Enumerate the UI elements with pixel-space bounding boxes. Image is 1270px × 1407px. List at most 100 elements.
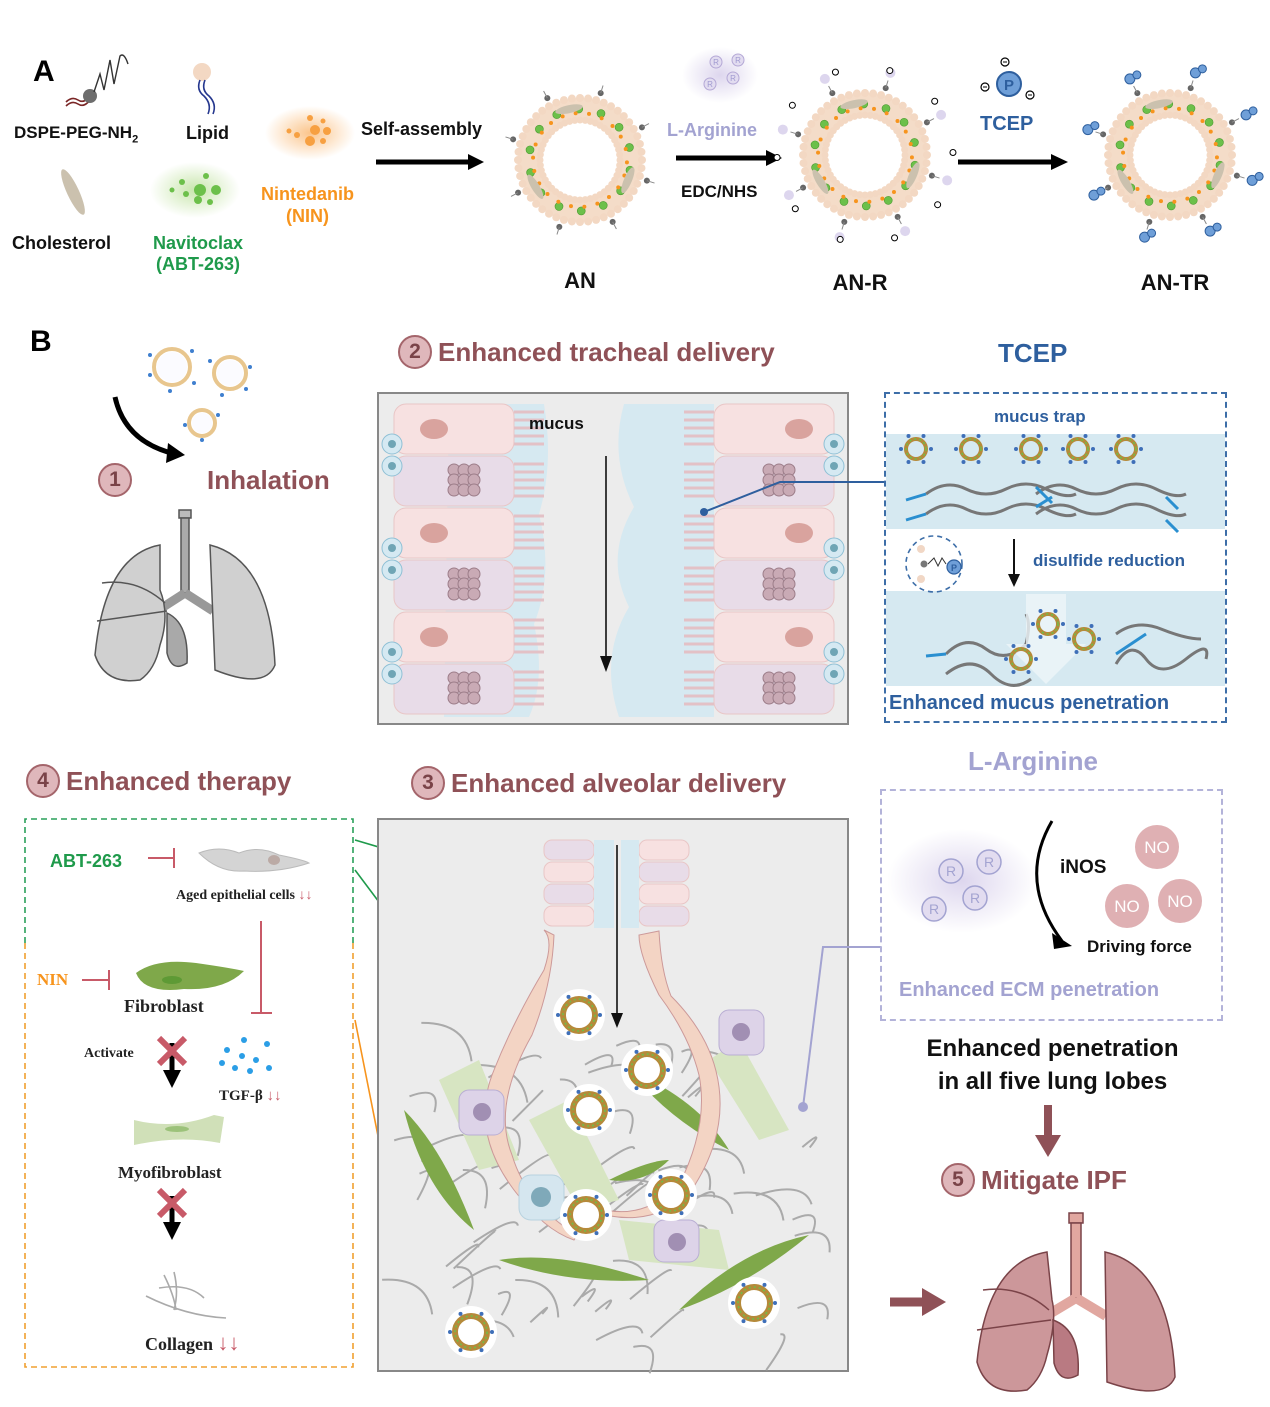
- down-arrow-icon: [1035, 1105, 1061, 1157]
- svg-text:NO: NO: [1167, 892, 1193, 911]
- navitoclax-label: Navitoclax (ABT-263): [138, 233, 258, 275]
- step-3-label: Enhanced alveolar delivery: [451, 767, 787, 798]
- tcep-reagent-icon: P: [980, 57, 1035, 100]
- enhanced-mucus-penetration-label: Enhanced mucus penetration: [889, 692, 1170, 714]
- nanoparticle: [553, 989, 605, 1041]
- nanoparticle: [563, 1084, 615, 1136]
- tcep-step-label: TCEP: [980, 113, 1034, 135]
- self-assembly-arrow-icon: [376, 154, 484, 170]
- nin-label: NIN: [37, 970, 69, 989]
- step-4-title: 4 Enhanced therapy: [26, 764, 291, 798]
- navitoclax-name: Navitoclax: [152, 233, 244, 253]
- step-4-label: Enhanced therapy: [66, 765, 292, 796]
- nanoparticle: [1004, 644, 1038, 674]
- mucus-trap-label: mucus trap: [994, 407, 1086, 426]
- step-5-label: Mitigate IPF: [981, 1164, 1127, 1195]
- dspe-peg-icon: [65, 54, 129, 107]
- fibroblast-label: Fibroblast: [124, 996, 204, 1016]
- svg-text:R: R: [946, 863, 956, 879]
- nanoparticle: [1031, 609, 1065, 639]
- navitoclax-code: (ABT-263): [155, 254, 240, 274]
- nanoparticle: [1109, 434, 1143, 464]
- step-2-label: Enhanced tracheal delivery: [438, 336, 775, 367]
- therapy-box-border: [24, 818, 354, 1368]
- nanoparticle: [621, 1044, 673, 1096]
- myofibroblast-label: Myofibroblast: [118, 1163, 222, 1182]
- inhaled-nanoparticles-icon: [148, 347, 252, 442]
- step-5-title: 5 Mitigate IPF: [941, 1163, 1127, 1197]
- svg-text:P: P: [1004, 77, 1014, 94]
- step-1-number: 1: [98, 463, 132, 497]
- lobes-line-1: Enhanced penetration: [926, 1035, 1179, 1062]
- lipid-icon: [193, 63, 216, 115]
- step-4-number: 4: [26, 764, 60, 798]
- svg-text:NO: NO: [1114, 897, 1140, 916]
- nanoparticle: [728, 1277, 780, 1329]
- nanoparticle: [645, 1169, 697, 1221]
- nanoparticle: [954, 434, 988, 464]
- inhalation-label: Inhalation: [207, 465, 330, 495]
- tcep-arrow-icon: [958, 154, 1068, 170]
- nanoparticle: [1014, 434, 1048, 464]
- liposome-an-tr: [1082, 64, 1264, 243]
- step-2-title: 2 Enhanced tracheal delivery: [398, 335, 775, 369]
- nanoparticle: [445, 1306, 497, 1358]
- tracheal-delivery-box: mucus: [377, 392, 849, 725]
- nintedanib-name: Nintedanib: [261, 184, 354, 204]
- nanoparticle: [899, 434, 933, 464]
- cholesterol-label: Cholesterol: [12, 233, 112, 253]
- inos-label: iNOS: [1060, 857, 1107, 878]
- dspe-label: DSPE-PEG-NH2: [14, 123, 139, 146]
- edc-nhs-label: EDC/NHS: [681, 182, 758, 201]
- collagen-label: Collagen ↓↓: [145, 1330, 240, 1355]
- disulfide-reduction-label: disulfide reduction: [1033, 551, 1186, 570]
- arginine-callout-line: [798, 946, 881, 1112]
- alveolar-delivery-box: [377, 818, 849, 1374]
- aged-epithelial-label: Aged epithelial cells ↓↓: [176, 888, 313, 903]
- panel-a-label: A: [33, 55, 55, 88]
- svg-text:R: R: [730, 74, 736, 83]
- mucus-label: mucus: [529, 414, 584, 433]
- step-2-number: 2: [398, 335, 432, 369]
- conjugation-arrow-icon: [676, 150, 782, 166]
- lobes-penetration-text: Enhanced penetration in all five lung lo…: [880, 1032, 1225, 1098]
- step-3-title: 3 Enhanced alveolar delivery: [411, 766, 786, 800]
- self-assembly-label: Self-assembly: [361, 119, 483, 139]
- nintedanib-label: Nintedanib (NIN): [245, 183, 370, 227]
- activate-label: Activate: [84, 1046, 134, 1061]
- nintedanib-code: (NIN): [286, 206, 329, 226]
- tcep-inset-box: mucus trap P disulfide reduction Enhance…: [884, 392, 1227, 723]
- tracheal-epithelium-illustration: [381, 403, 845, 717]
- product-an-tr-label: AN-TR: [1140, 270, 1210, 295]
- nanoparticle: [1067, 624, 1101, 654]
- arginine-inset-title: L-Arginine: [968, 746, 1098, 776]
- nintedanib-drug-icon: [265, 106, 355, 160]
- svg-text:R: R: [984, 854, 994, 870]
- alveolar-illustration: [382, 839, 831, 1374]
- tcep-callout-line: [700, 481, 886, 516]
- step-5-number: 5: [941, 1163, 975, 1197]
- svg-text:R: R: [707, 80, 713, 89]
- lobes-line-2: in all five lung lobes: [937, 1068, 1168, 1095]
- svg-text:NO: NO: [1144, 838, 1170, 857]
- product-an-label: AN: [564, 268, 596, 293]
- panel-b-label: B: [30, 325, 52, 358]
- liposome-an: [505, 85, 655, 235]
- step-1-title: 1: [98, 463, 132, 497]
- therapy-box: ABT-263 Aged epithelial cells ↓↓ NIN Fib…: [24, 818, 354, 1368]
- svg-text:R: R: [929, 901, 939, 917]
- svg-text:R: R: [713, 58, 719, 67]
- step-3-number: 3: [411, 766, 445, 800]
- svg-text:R: R: [970, 890, 980, 906]
- lungs-gray-icon: [94, 509, 276, 682]
- lungs-healthy-icon: [976, 1212, 1176, 1392]
- l-arginine-step-label: L-Arginine: [667, 120, 757, 140]
- svg-text:P: P: [951, 563, 957, 573]
- cholesterol-icon: [61, 169, 85, 215]
- tcep-inset-title: TCEP: [998, 338, 1068, 368]
- lipid-label: Lipid: [186, 123, 229, 143]
- enhanced-ecm-penetration-label: Enhanced ECM penetration: [899, 979, 1160, 1001]
